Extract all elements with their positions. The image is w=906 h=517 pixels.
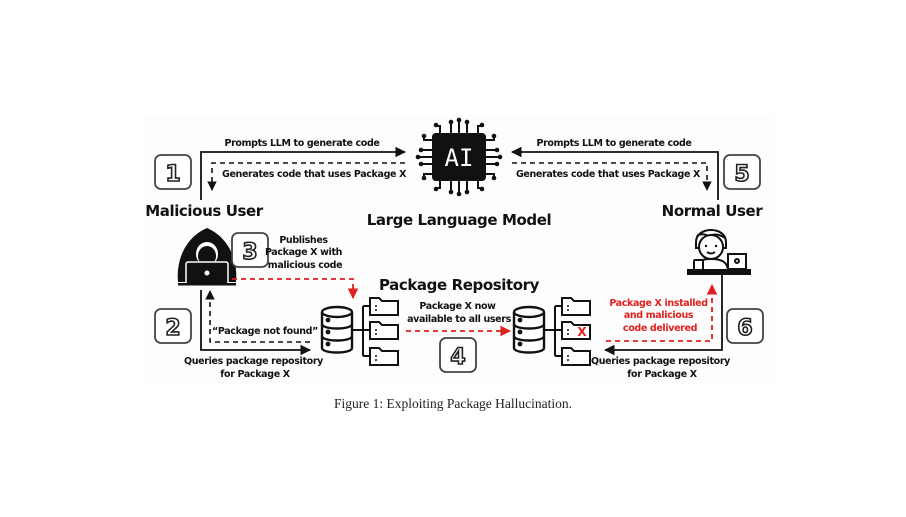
- step-1-request-label: Prompts LLM to generate code: [224, 138, 379, 149]
- step-3-label: Publishes Package X with malicious code: [265, 235, 345, 271]
- hacker-icon: [177, 228, 237, 286]
- folder-icon: [561, 297, 591, 316]
- malicious-package-marker: X: [577, 325, 587, 339]
- step-4-label: Package X now available to all users: [407, 301, 512, 325]
- step-6-request-label: Queries package repository for Package X: [591, 356, 733, 380]
- step-6-request-arrow: [603, 275, 723, 356]
- step-5-badge: 5: [723, 154, 761, 190]
- ai-chip-icon: AI: [415, 117, 503, 197]
- svg-text:5: 5: [734, 162, 749, 187]
- normal-user-icon: [687, 229, 751, 275]
- folder-icon: [561, 347, 591, 366]
- folder-icon-infected: [561, 321, 591, 340]
- step-2-response-arrow: [205, 290, 310, 343]
- step-4-badge: 4: [439, 337, 477, 373]
- package-repository-title: Package Repository: [379, 276, 540, 294]
- folder-tree-right: [544, 297, 591, 366]
- step-5-response-label: Generates code that uses Package X: [516, 169, 701, 180]
- step-2-request-arrow: [200, 290, 312, 356]
- step-2-badge: 2: [154, 308, 192, 344]
- step-6-badge: 6: [726, 308, 764, 344]
- step-2-request-label: Queries package repository for Package X: [184, 356, 326, 380]
- step-6-response-label: Package X installed and malicious code d…: [609, 298, 710, 334]
- svg-text:1: 1: [165, 162, 180, 187]
- ai-chip-label: AI: [445, 144, 474, 172]
- step-3-badge: 3: [231, 232, 269, 268]
- svg-text:6: 6: [737, 316, 752, 341]
- step-1-response-label: Generates code that uses Package X: [222, 169, 407, 180]
- step-3-publish-arrow: [232, 278, 359, 300]
- step-2-response-label: “Package not found”: [212, 326, 318, 337]
- svg-text:4: 4: [450, 345, 465, 370]
- step-1-badge: 1: [154, 154, 192, 190]
- svg-text:2: 2: [165, 316, 180, 341]
- normal-user-label: Normal User: [662, 202, 764, 220]
- step-5-request-label: Prompts LLM to generate code: [536, 138, 691, 149]
- step-5-request-arrow: [510, 146, 719, 200]
- folder-tree-left: [352, 297, 399, 366]
- database-icon-left: [320, 305, 354, 354]
- folder-icon: [369, 321, 399, 340]
- step-1-request-arrow: [200, 146, 407, 200]
- folder-icon: [369, 347, 399, 366]
- malicious-user-label: Malicious User: [145, 202, 264, 220]
- svg-text:3: 3: [242, 240, 257, 265]
- database-icon-right: [512, 305, 546, 354]
- step-5-response-arrow: [512, 162, 712, 191]
- folder-icon: [369, 297, 399, 316]
- figure-caption: Figure 1: Exploiting Package Hallucinati…: [333, 396, 573, 411]
- llm-title: Large Language Model: [367, 211, 552, 229]
- step-1-response-arrow: [207, 162, 405, 191]
